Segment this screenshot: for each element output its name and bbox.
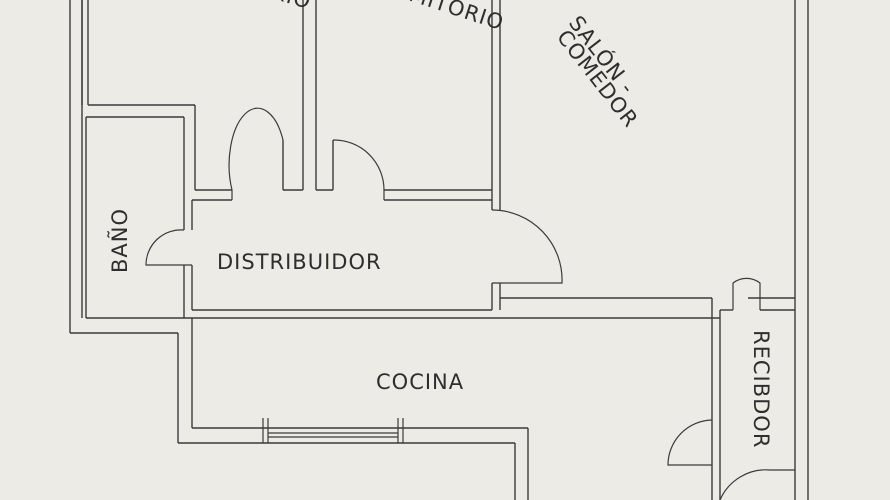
- living-kitchen-walls: [500, 297, 795, 500]
- door-salon: [491, 209, 563, 284]
- label-bano: BAÑO: [106, 208, 132, 273]
- kitchen-window: [262, 418, 404, 443]
- label-distribuidor: DISTRIBUIDOR: [217, 250, 382, 274]
- door-recibidor: [732, 277, 761, 310]
- bathroom-walls: [85, 116, 185, 319]
- door-bano: [145, 229, 192, 266]
- distributor-walls: [184, 199, 720, 319]
- door-dormitorio-1: [228, 107, 284, 200]
- label-cocina: COCINA: [376, 370, 464, 394]
- door-entrada: [719, 469, 795, 500]
- door-dormitorio-2: [332, 139, 385, 200]
- outer-walls: [69, 0, 809, 500]
- door-cocina: [667, 419, 713, 466]
- bedroom-walls: [81, 0, 501, 210]
- label-recibidor: RECIBDOR: [749, 330, 773, 448]
